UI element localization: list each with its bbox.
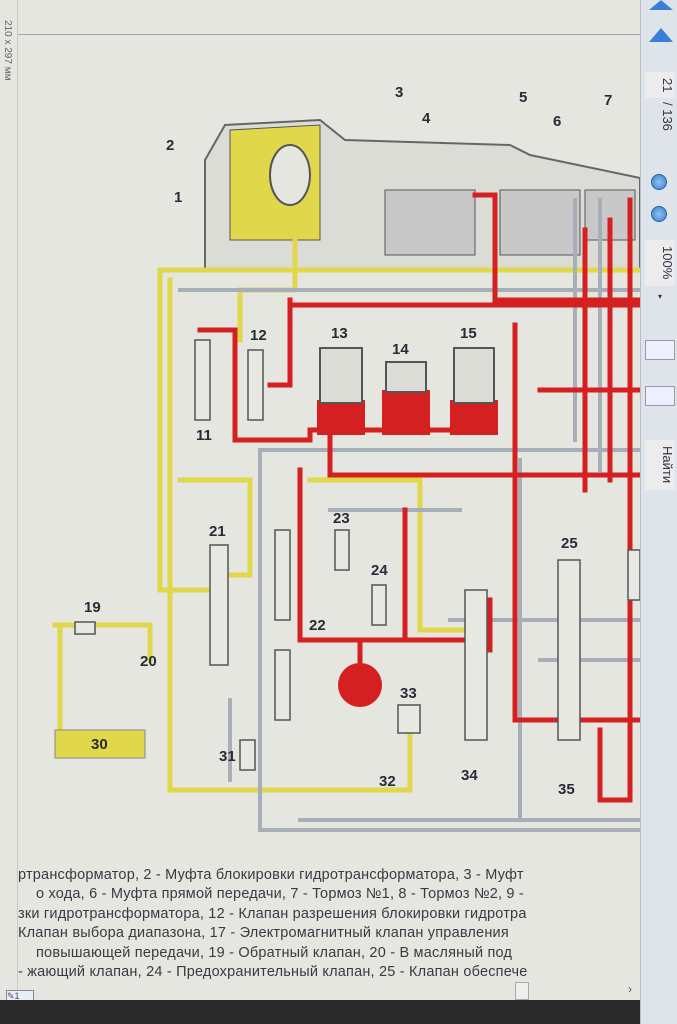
- zoom-in-icon[interactable]: [651, 206, 667, 222]
- diagram-label: 1: [174, 189, 183, 206]
- diagram-label: 25: [561, 535, 578, 552]
- caption-line: - жающий клапан, 24 - Предохранительный …: [18, 964, 528, 981]
- page-size-label: 210 x 297 мм: [2, 20, 13, 81]
- diagram-label: 4: [422, 110, 431, 127]
- caption-line: зки гидротрансформатора, 12 - Клапан раз…: [18, 905, 527, 922]
- diagram-label: 32: [379, 773, 396, 790]
- diagram-label: 22: [309, 617, 326, 634]
- bottom-bezel: [0, 1000, 640, 1024]
- document-page: 210 x 297 мм: [0, 0, 640, 1000]
- diagram-label: 12: [250, 327, 267, 344]
- diagram-label: 19: [84, 599, 101, 616]
- viewer-sidebar: 21 / 136 100% ▾ Найти: [640, 0, 677, 1024]
- diagram-label: 20: [140, 653, 157, 670]
- chevron-down-icon[interactable]: ▾: [657, 292, 662, 301]
- diagram-label: 34: [461, 767, 478, 784]
- page-size-ruler: 210 x 297 мм: [0, 0, 18, 1000]
- previous-page-arrow-icon[interactable]: [649, 0, 673, 10]
- current-page-input[interactable]: 21: [645, 72, 675, 98]
- diagram-label: 14: [392, 341, 409, 358]
- fit-page-icon[interactable]: [645, 386, 675, 406]
- diagram-label: 7: [604, 92, 613, 109]
- diagram-label: 2: [166, 137, 175, 154]
- diagram-label: 3: [395, 84, 404, 101]
- zoom-level-select[interactable]: 100%: [645, 240, 675, 286]
- page-top-border: [18, 34, 640, 35]
- diagram-label: 21: [209, 523, 226, 540]
- fit-width-icon[interactable]: [645, 340, 675, 360]
- diagram-label: 6: [553, 113, 562, 130]
- diagram-label: 13: [331, 325, 348, 342]
- diagram-label: 31: [219, 748, 236, 765]
- scroll-right-button[interactable]: ›: [628, 982, 632, 996]
- diagram-label: 11: [196, 427, 212, 444]
- caption-line: Клапан выбора диапазона, 17 - Электромаг…: [18, 925, 509, 942]
- diagram-label: 23: [333, 510, 350, 527]
- diagram-label: 15: [460, 325, 477, 342]
- horizontal-scrollbar-thumb[interactable]: [515, 982, 529, 1000]
- page-up-arrow-icon[interactable]: [649, 28, 673, 42]
- diagram-label: 30: [91, 736, 108, 753]
- diagram-label: 33: [400, 685, 417, 702]
- caption-line: о хода, 6 - Муфта прямой передачи, 7 - Т…: [36, 886, 524, 903]
- diagram-label: 35: [558, 781, 575, 798]
- total-pages-label: / 136: [660, 102, 675, 131]
- caption-line: ртрансформатор, 2 - Муфта блокировки гид…: [18, 867, 524, 883]
- hydraulic-diagram: [52, 118, 640, 832]
- diagram-label: 5: [519, 89, 528, 106]
- caption-line: повышающей передачи, 19 - Обратный клапа…: [36, 944, 513, 961]
- zoom-out-icon[interactable]: [651, 174, 667, 190]
- figure-caption: ртрансформатор, 2 - Муфта блокировки гид…: [18, 866, 640, 982]
- diagram-label: 24: [371, 562, 388, 579]
- find-button[interactable]: Найти: [645, 440, 675, 490]
